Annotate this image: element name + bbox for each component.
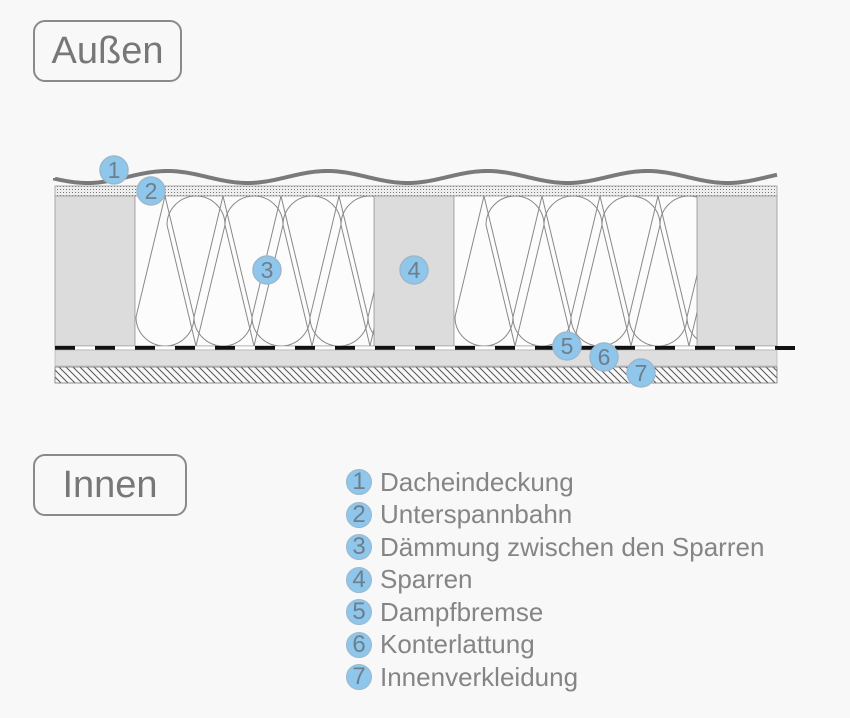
legend-item: 1 Dacheindeckung [346, 466, 764, 499]
vapor-barrier-dash [775, 346, 795, 350]
legend: 1 Dacheindeckung 2 Unterspannbahn 3 Dämmung… [346, 466, 764, 694]
insulation-loop [543, 196, 603, 346]
marker-circle [252, 255, 282, 285]
insulation-loop [282, 196, 342, 346]
marker-number: 1 [108, 157, 121, 183]
rafter [54, 195, 136, 347]
marker-number: 2 [145, 178, 158, 204]
insulation-bay-2 [453, 195, 698, 347]
legend-label: Unterspannbahn [380, 499, 573, 530]
legend-label: Dampfbremse [380, 596, 544, 627]
vapor-barrier-dash [255, 346, 275, 350]
vapor-barrier-dash [575, 346, 595, 350]
vapor-barrier-dash [175, 346, 195, 350]
marker-circle [136, 176, 166, 206]
number-badge: 2 [346, 501, 372, 528]
vapor-barrier-dash [335, 346, 355, 350]
vapor-barrier-dash [215, 346, 235, 350]
vapor-barrier-dash [615, 346, 635, 350]
legend-label: Dacheindeckung [380, 466, 574, 497]
vapor-barrier-dash [55, 346, 75, 350]
vapor-barrier-dash [95, 346, 115, 350]
vapor-barrier-dash [735, 346, 755, 350]
insulation-loop [193, 196, 253, 346]
vapor-barrier-dash [135, 346, 155, 350]
number-badge: 7 [346, 663, 372, 691]
legend-item: 7 Innenverkleidung [346, 661, 764, 694]
insulation-loop [309, 196, 369, 346]
outside-label: Außen [33, 20, 182, 82]
interior-cladding [54, 366, 778, 384]
insulation-loop [512, 196, 572, 346]
vapor-barrier-dash [495, 346, 515, 350]
insulation-loop [601, 196, 661, 346]
marker-circle [626, 358, 656, 388]
insulation-loop [454, 196, 514, 346]
vapor-barrier-dash [455, 346, 475, 350]
insulation-loop [485, 196, 545, 346]
roof-covering-wave [53, 169, 778, 185]
legend-label: Innenverkleidung [380, 661, 579, 692]
legend-label: Dämmung zwischen den Sparren [380, 531, 765, 562]
marker-number: 3 [261, 257, 274, 283]
insulation-loop [224, 196, 284, 346]
counter-battens [54, 349, 778, 367]
vapor-barrier-dash [375, 346, 395, 350]
legend-item: 3 Dämmung zwischen den Sparren [346, 531, 764, 564]
vapor-barrier-dash [295, 346, 315, 350]
inside-label: Innen [33, 454, 187, 516]
marker-number: 7 [635, 360, 648, 386]
insulation-loop [166, 196, 226, 346]
vapor-barrier-dash [655, 346, 675, 350]
number-badge: 1 [346, 468, 372, 496]
marker-circle [552, 331, 582, 361]
vapor-barrier-dash [695, 346, 715, 350]
insulation-loop [340, 196, 374, 346]
insulation-loop [686, 273, 697, 340]
marker-circle [99, 155, 129, 185]
vapor-barrier-dash [535, 346, 555, 350]
legend-item: 2 Unterspannbahn [346, 499, 764, 532]
number-badge: 3 [346, 533, 372, 561]
insulation-loop [135, 196, 195, 346]
insulation-loop [251, 196, 311, 346]
marker-number: 6 [598, 344, 611, 370]
marker-number: 4 [408, 257, 421, 283]
rafter [696, 195, 778, 347]
insulation-loop [367, 289, 374, 336]
vapor-barrier-dash [415, 346, 435, 350]
marker-circle [399, 255, 429, 285]
legend-label: Sparren [380, 564, 473, 595]
marker-circle [589, 342, 619, 372]
insulation-loop [659, 196, 697, 346]
legend-item: 4 Sparren [346, 564, 764, 597]
legend-item: 6 Konterlattung [346, 629, 764, 662]
legend-item: 5 Dampfbremse [346, 596, 764, 629]
legend-label: Konterlattung [380, 629, 535, 660]
marker-number: 5 [561, 333, 574, 359]
number-badge: 5 [346, 598, 372, 626]
insulation-loop [628, 196, 688, 346]
number-badge: 6 [346, 631, 372, 658]
number-badge: 4 [346, 566, 372, 593]
